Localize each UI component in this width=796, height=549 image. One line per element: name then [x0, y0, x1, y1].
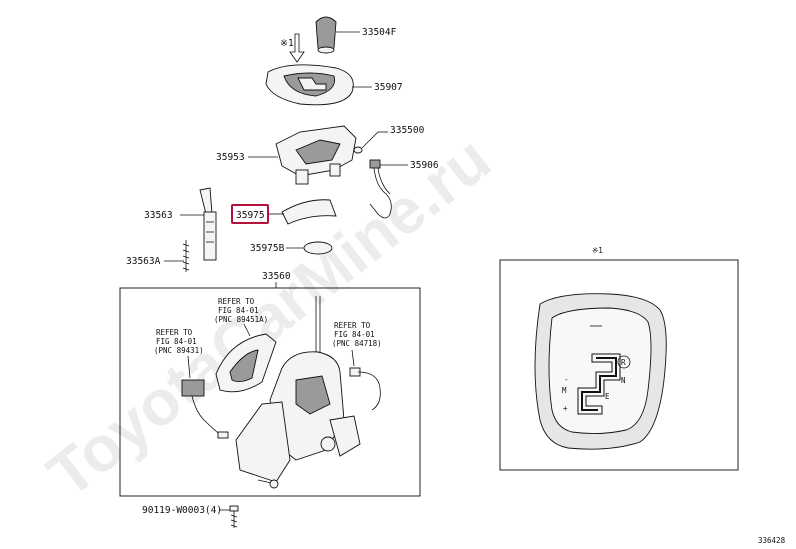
inset-frame — [499, 259, 739, 471]
svg-text:FIG 84-01: FIG 84-01 — [218, 306, 259, 315]
gate-letter-plus: + — [563, 404, 568, 413]
position-sensor — [181, 355, 229, 439]
inset-title: ※1 — [592, 246, 603, 255]
refer-left-note: REFER TO FIG 84-01 (PNC 89431) — [154, 328, 204, 355]
wire-harness — [369, 159, 392, 219]
gate-plate — [215, 323, 277, 393]
label-33560: 33560 — [262, 271, 291, 282]
label-35975: 35975 — [236, 210, 265, 221]
indicator-cover — [303, 241, 333, 255]
svg-text:FIG 84-01: FIG 84-01 — [156, 337, 197, 346]
svg-text:FIG 84-01: FIG 84-01 — [334, 330, 375, 339]
shift-lever — [199, 187, 217, 261]
shift-housing — [275, 125, 357, 185]
shift-bezel — [265, 64, 354, 106]
label-335500: 335500 — [390, 125, 425, 136]
svg-text:(PNC 89431): (PNC 89431) — [154, 346, 204, 355]
gate-letter-r: R — [621, 358, 626, 367]
gate-letter-minus: - — [564, 375, 569, 384]
label-33563: 33563 — [144, 210, 173, 221]
shift-base-assembly — [235, 296, 361, 489]
svg-text:(PNC 84718): (PNC 84718) — [332, 339, 382, 348]
highlight-35975 — [231, 204, 269, 224]
down-arrow-icon — [289, 33, 305, 63]
svg-text:(PNC 89451A): (PNC 89451A) — [214, 315, 268, 324]
shift-knob — [315, 16, 337, 54]
svg-text:REFER TO: REFER TO — [218, 297, 255, 306]
label-35907: 35907 — [374, 82, 403, 93]
bulb — [353, 146, 363, 154]
gate-letter-n: N — [621, 376, 626, 385]
label-90119: 90119-W0003(4) — [142, 505, 222, 516]
inset-shift-gate — [534, 293, 667, 450]
label-35906: 35906 — [410, 160, 439, 171]
figure-number: 336428 — [758, 536, 786, 545]
label-33563A: 33563A — [126, 256, 161, 267]
bolt — [229, 505, 239, 528]
spring — [182, 240, 190, 272]
assembly-frame-33560 — [119, 287, 421, 497]
label-35975B: 35975B — [250, 243, 285, 254]
mark1-label: ※1 — [280, 38, 294, 49]
label-35953: 35953 — [216, 152, 245, 163]
solenoid-harness — [349, 349, 381, 411]
gate-letter-e: E — [605, 392, 610, 401]
gate-letter-m: M — [562, 386, 567, 395]
refer-top-note: REFER TO FIG 84-01 (PNC 89451A) — [214, 297, 268, 324]
svg-text:REFER TO: REFER TO — [156, 328, 193, 337]
svg-text:REFER TO: REFER TO — [334, 321, 371, 330]
refer-right-note: REFER TO FIG 84-01 (PNC 84718) — [332, 321, 382, 348]
label-33504F: 33504F — [362, 27, 397, 38]
indicator-plate — [281, 199, 337, 225]
